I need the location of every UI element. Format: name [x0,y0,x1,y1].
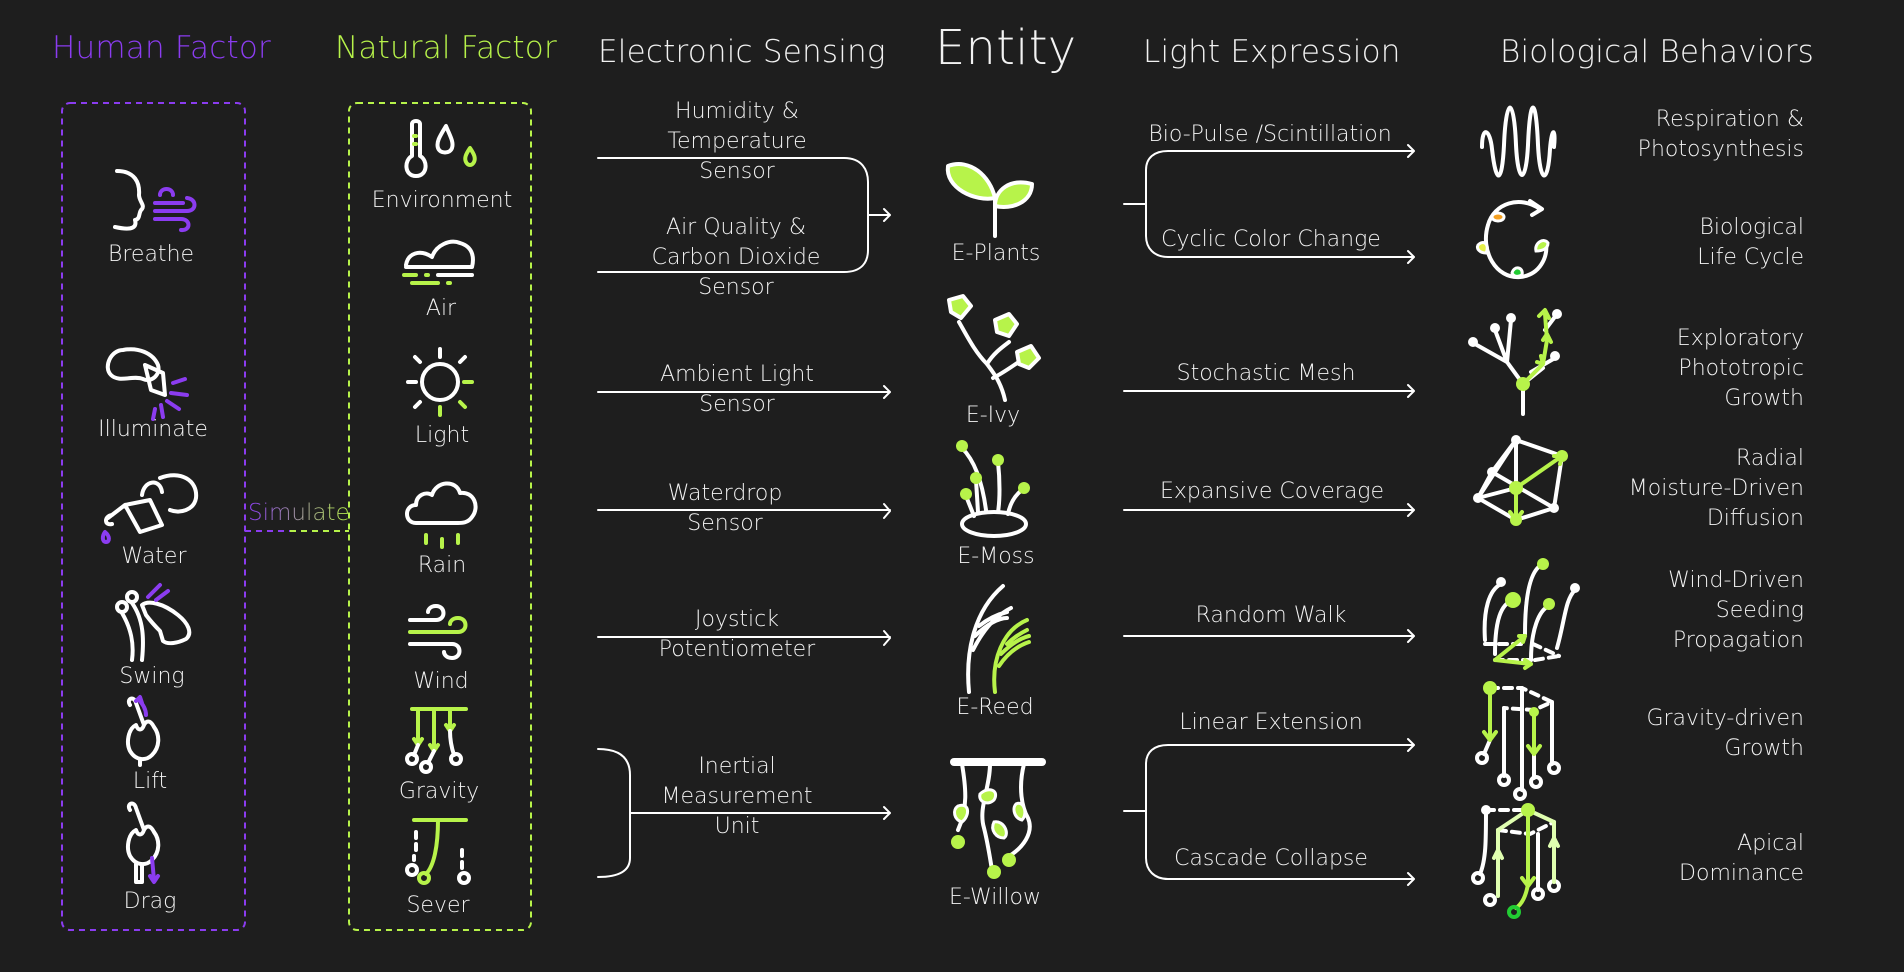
simulate-label: Simulate [248,500,350,526]
natural-factor-rain: Rain [417,553,467,578]
life-cycle-icon [1476,199,1550,280]
gravity-icon [405,707,468,774]
human-factor-water: Water [121,544,187,569]
e-reed-icon [966,584,1031,694]
behavior-radial-moisture-driven-diffusion: Radial Moisture-Driven Diffusion [1628,446,1804,531]
phototropic-growth-icon [1468,308,1562,416]
e-plants-icon [945,162,1034,238]
bracket-imu [597,748,891,878]
header-biological-behaviors: Biological Behaviors [1500,34,1815,70]
header-entity: Entity [935,20,1077,76]
behavior-respiration-photosynthesis: Respiration & Photosynthesis [1637,107,1804,162]
natural-factor-wind: Wind [413,669,469,694]
light-cascade-collapse: Cascade Collapse [1174,846,1368,871]
header-light-expression: Light Expression [1143,34,1401,70]
wave-icon [1480,105,1557,178]
arrow-to-e-plants [867,208,891,222]
natural-factor-air: Air [425,296,457,321]
light-expansive-coverage: Expansive Coverage [1159,479,1385,504]
light-cyclic-color-change: Cyclic Color Change [1161,227,1381,252]
sever-icon [405,818,471,885]
human-factor-breathe: Breathe [107,242,195,267]
entity-e-reed: E-Reed [956,695,1034,720]
arrow-expansive-coverage [1123,503,1415,517]
arrow-waterdrop [597,503,891,519]
light-linear-extension: Linear Extension [1179,710,1363,735]
sensor-humidity-temperature: Humidity & Temperature Sensor [667,99,807,184]
gravity-growth-icon [1475,681,1561,801]
behavior-apical-dominance: Apical Dominance [1679,831,1804,886]
e-ivy-icon [947,294,1041,402]
radial-diffusion-icon [1473,435,1568,526]
human-factor-drag: Drag [123,889,177,914]
header-electronic-sensing: Electronic Sensing [598,34,886,70]
e-willow-icon [950,758,1046,879]
apical-dominance-icon [1471,803,1561,919]
natural-factor-sever: Sever [406,893,470,918]
behavior-gravity-driven-growth: Gravity-driven Growth [1646,706,1804,761]
behavior-biological-life-cycle: Biological Life Cycle [1697,215,1804,270]
header-natural-factor: Natural Factor [335,30,557,66]
sensor-ambient-light: Ambient Light Sensor [660,362,814,417]
flashlight-icon [105,347,189,421]
sensor-waterdrop: Waterdrop Sensor [667,481,783,536]
e-moss-icon [956,440,1030,538]
sensor-air-quality-co2: Air Quality & Carbon Dioxide Sensor [651,215,821,300]
human-factor-lift: Lift [132,769,168,794]
natural-factor-gravity: Gravity [398,779,480,804]
sensor-imu: Inertial Measurement Unit [661,754,813,839]
header-human-factor: Human Factor [52,30,271,66]
rain-cloud-icon [405,481,478,549]
drag-hand-icon [126,801,161,884]
natural-factor-light: Light [414,423,470,448]
sensor-joystick: Joystick Potentiometer [658,607,816,662]
lift-hand-icon [126,695,161,767]
wind-icon [408,604,468,660]
thermometer-drop-icon [404,119,477,178]
breathe-icon [113,169,197,232]
swing-hand-icon [115,583,192,662]
sun-icon [406,347,474,417]
watering-can-icon [100,473,199,544]
entity-e-ivy: E-Ivy [965,403,1021,428]
entity-e-willow: E-Willow [948,885,1042,910]
arrow-joystick [597,630,891,646]
natural-factor-frame [348,102,532,931]
behavior-wind-driven-seeding-propagation: Wind-Driven Seeding Propagation [1668,568,1804,653]
cloud-fog-icon [402,239,475,285]
light-bio-pulse: Bio-Pulse /Scintillation [1148,122,1392,147]
arrow-stochastic-mesh [1123,384,1415,398]
behavior-exploratory-phototropic-growth: Exploratory Phototropic Growth [1676,326,1804,411]
light-stochastic-mesh: Stochastic Mesh [1176,361,1356,386]
natural-factor-environment: Environment [371,188,513,213]
human-factor-frame [61,102,246,931]
branch-e-plants [1123,144,1415,264]
entity-e-plants: E-Plants [951,241,1041,266]
light-random-walk: Random Walk [1195,603,1347,628]
human-factor-illuminate: Illuminate [98,417,208,442]
wind-seeding-icon [1482,558,1580,670]
arrow-random-walk [1123,629,1415,643]
branch-e-willow [1123,738,1415,886]
human-factor-swing: Swing [119,664,185,689]
arrow-ambient-light [597,385,891,399]
entity-e-moss: E-Moss [957,544,1035,569]
